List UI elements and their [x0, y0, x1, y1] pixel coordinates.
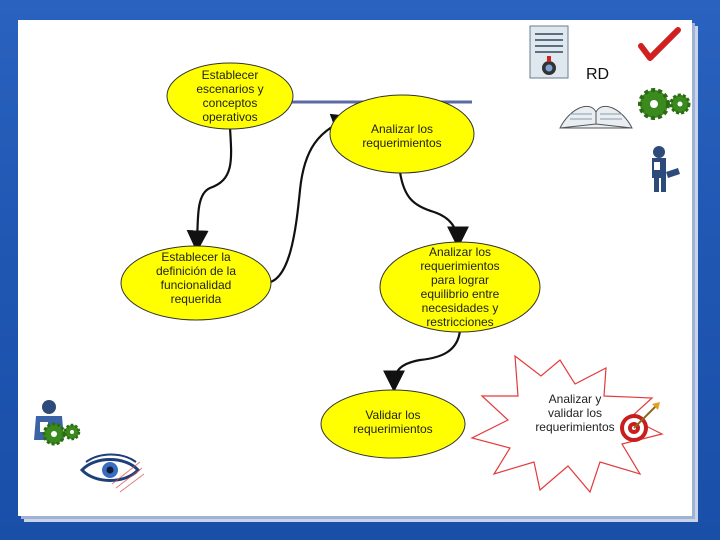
starburst-line-3: requerimientos [535, 420, 615, 434]
node-analizar-line-1: Analizar los [370, 122, 434, 136]
connector-equilibrio-validar [383, 329, 462, 393]
document-icon [529, 25, 569, 79]
node-equilibrio-line-1: Analizar los [428, 245, 492, 259]
node-escenarios-line-1: Establecer [201, 68, 259, 82]
node-equilibrio-ellipse [379, 241, 541, 333]
node-escenarios-text: Establecer escenarios y conceptos operat… [174, 68, 286, 124]
node-escenarios-ellipse [166, 62, 294, 130]
target-icon [620, 402, 660, 442]
connector-analizar-equilibrio [398, 171, 469, 249]
checkmark-icon [638, 27, 681, 61]
node-analizar-text: Analizar los requerimientos [342, 122, 462, 150]
node-funcionalidad-ellipse [120, 245, 272, 321]
eye-icon [79, 453, 145, 493]
node-equilibrio-line-6: restricciones [426, 315, 494, 329]
node-equilibrio-line-5: necesidades y [421, 301, 499, 315]
gears-icon [638, 88, 691, 120]
starburst-line-2: validar los [547, 406, 603, 420]
node-funcionalidad-line-4: requerida [170, 292, 222, 306]
node-funcionalidad-line-1: Establecer la [161, 250, 231, 264]
node-validar-ellipse [320, 389, 466, 459]
node-analizar-ellipse [329, 94, 475, 174]
node-analizar-line-2: requerimientos [362, 136, 442, 150]
connector-escenarios-funcionalidad [186, 127, 233, 253]
node-equilibrio-text: Analizar los requerimientos para lograr … [396, 245, 524, 329]
node-funcionalidad-line-2: definición de la [155, 264, 237, 278]
node-validar-text: Validar los requerimientos [333, 408, 453, 436]
node-equilibrio-line-2: requerimientos [420, 259, 500, 273]
node-validar-line-1: Validar los [365, 408, 421, 422]
node-funcionalidad-text: Establecer la definición de la funcional… [132, 250, 260, 306]
node-escenarios-line-4: operativos [202, 110, 258, 124]
person-icon [652, 146, 680, 192]
connector-funcionalidad-analizar [264, 113, 355, 285]
node-funcionalidad-line-3: funcionalidad [160, 278, 232, 292]
node-equilibrio-line-3: para lograr [430, 273, 490, 287]
starburst-text: Analizar y validar los requerimientos [520, 392, 630, 434]
person-gears-icon [34, 400, 81, 446]
rd-label: RD [586, 66, 610, 83]
starburst-line-1: Analizar y [548, 392, 602, 406]
starburst-shape [470, 354, 664, 494]
node-equilibrio-line-4: equilibrio entre [420, 287, 500, 301]
node-validar-line-2: requerimientos [353, 422, 433, 436]
node-escenarios-line-3: conceptos [202, 96, 258, 110]
node-escenarios-line-2: escenarios y [196, 82, 264, 96]
book-icon [559, 106, 633, 129]
